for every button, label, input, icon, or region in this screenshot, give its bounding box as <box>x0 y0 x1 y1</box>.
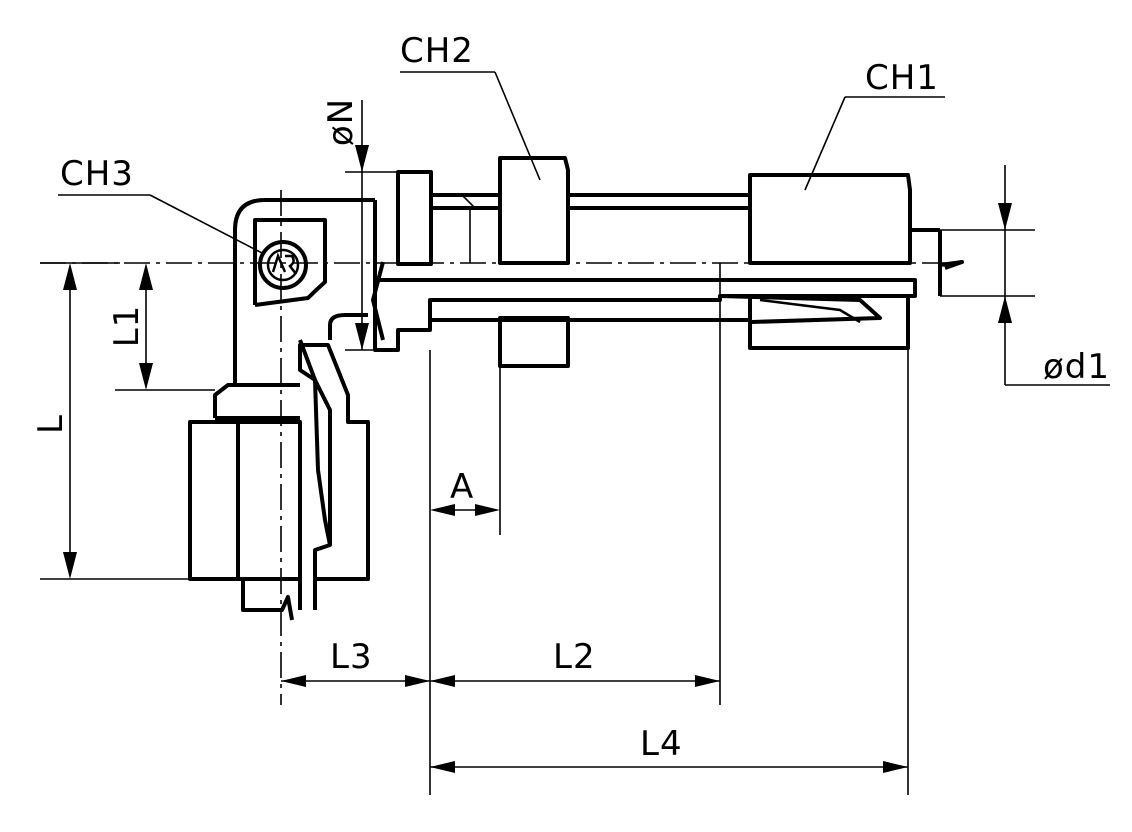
callout-ch3: CH3 <box>60 154 134 194</box>
vertical-branch <box>188 339 370 621</box>
dim-label-dia-d1: ød1 <box>1043 347 1110 387</box>
dim-label-l2: L2 <box>553 637 596 677</box>
dim-label-l: L <box>31 414 71 434</box>
dim-label-l3: L3 <box>330 637 373 677</box>
dim-label-l1: L1 <box>107 305 147 348</box>
bulkhead-branch <box>373 156 964 350</box>
dim-label-l4: L4 <box>640 724 683 764</box>
horizontal-section <box>371 261 917 368</box>
callout-ch2: CH2 <box>400 31 474 71</box>
brand-logo-seal <box>258 240 308 290</box>
callout-ch1: CH1 <box>865 58 939 98</box>
dim-label-dia-n: øN <box>321 98 361 146</box>
dim-label-a: A <box>450 467 474 507</box>
